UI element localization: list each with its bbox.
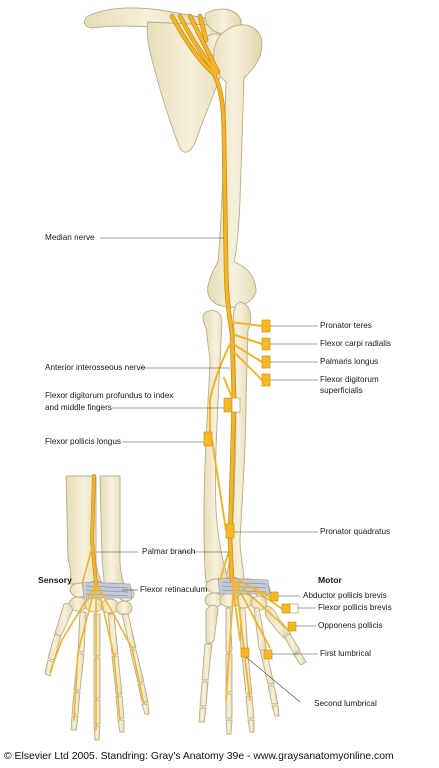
box-fds (261, 373, 271, 387)
box-first-lumbrical (240, 647, 250, 658)
label-anterior-interosseous-nerve: Anterior interosseous nerve (45, 363, 146, 372)
label-fds-line2: superficialis (320, 386, 363, 395)
box-flexor-pollicis-brevis-a (281, 603, 291, 614)
humerus (207, 24, 263, 308)
label-palmar-branch: Palmar branch (142, 547, 196, 556)
box-palmaris-longus (261, 355, 271, 369)
branch-pq (211, 439, 227, 531)
label-palmaris-longus: Palmaris longus (320, 357, 379, 366)
sensory-ulna (99, 475, 125, 585)
box-first-lumbrical-b (263, 649, 273, 660)
copyright-credit: © Elsevier Ltd 2005. Standring: Gray's A… (4, 751, 394, 762)
label-fdp-line2: and middle fingers (45, 403, 112, 412)
box-flexor-pollicis-brevis-b (289, 603, 299, 614)
branch-fcr (231, 333, 263, 345)
box-opponens-pollicis (287, 621, 297, 632)
branch-fds (233, 351, 263, 381)
branch-pronator-teres (229, 321, 263, 327)
box-abductor-pollicis-brevis (269, 591, 279, 602)
box-pronator-quadratus (225, 523, 235, 539)
label-fdp-line1: Flexor digitorum profundus to index (45, 391, 174, 400)
box-fdp-index (223, 397, 233, 413)
sensory-digital-branches (49, 583, 145, 731)
leader-lines (96, 237, 318, 703)
anterior-interosseous (209, 339, 233, 441)
bones-sensory-hand (44, 475, 150, 741)
label-pronator-quadratus: Pronator quadratus (320, 527, 391, 536)
label-motor: Motor (318, 575, 342, 585)
label-first-lumbrical: First lumbrical (320, 649, 371, 658)
sensory-radius (65, 475, 103, 585)
median-nerve-forearm (228, 332, 236, 582)
label-flexor-retinaculum: Flexor retinaculum (140, 585, 208, 594)
sensory-palmar-branch (81, 547, 93, 585)
box-flexor-carpi-radialis (261, 337, 271, 351)
metacarpals-main (205, 604, 291, 656)
label-opponens-pollicis: Opponens pollicis (318, 621, 383, 630)
phalanges-main (198, 633, 307, 735)
label-flexor-carpi-radialis: Flexor carpi radialis (320, 339, 391, 348)
label-sensory: Sensory (38, 575, 72, 585)
label-median-nerve: Median nerve (45, 233, 95, 242)
box-fdp-middle (231, 397, 241, 413)
label-flexor-pollicis-longus: Flexor pollicis longus (45, 437, 121, 446)
motor-hand-branches (225, 579, 287, 701)
box-pronator-teres (261, 319, 271, 333)
palmar-branch (219, 547, 231, 581)
sensory-median-forearm (90, 474, 98, 586)
label-flexor-pollicis-brevis: Flexor pollicis brevis (318, 603, 392, 612)
label-fds-line1: Flexor digitorum (320, 375, 379, 384)
label-abductor-pollicis-brevis: Abductor pollicis brevis (303, 591, 387, 600)
median-nerve-arm (212, 72, 234, 336)
box-fpl (203, 431, 213, 447)
median-nerve-paths (49, 13, 287, 731)
brachial-plexus-cords (170, 14, 220, 76)
label-pronator-teres: Pronator teres (320, 321, 372, 330)
label-second-lumbrical: Second lumbrical (314, 699, 377, 708)
muscle-boxes (203, 319, 299, 660)
branch-palmaris (232, 343, 263, 363)
